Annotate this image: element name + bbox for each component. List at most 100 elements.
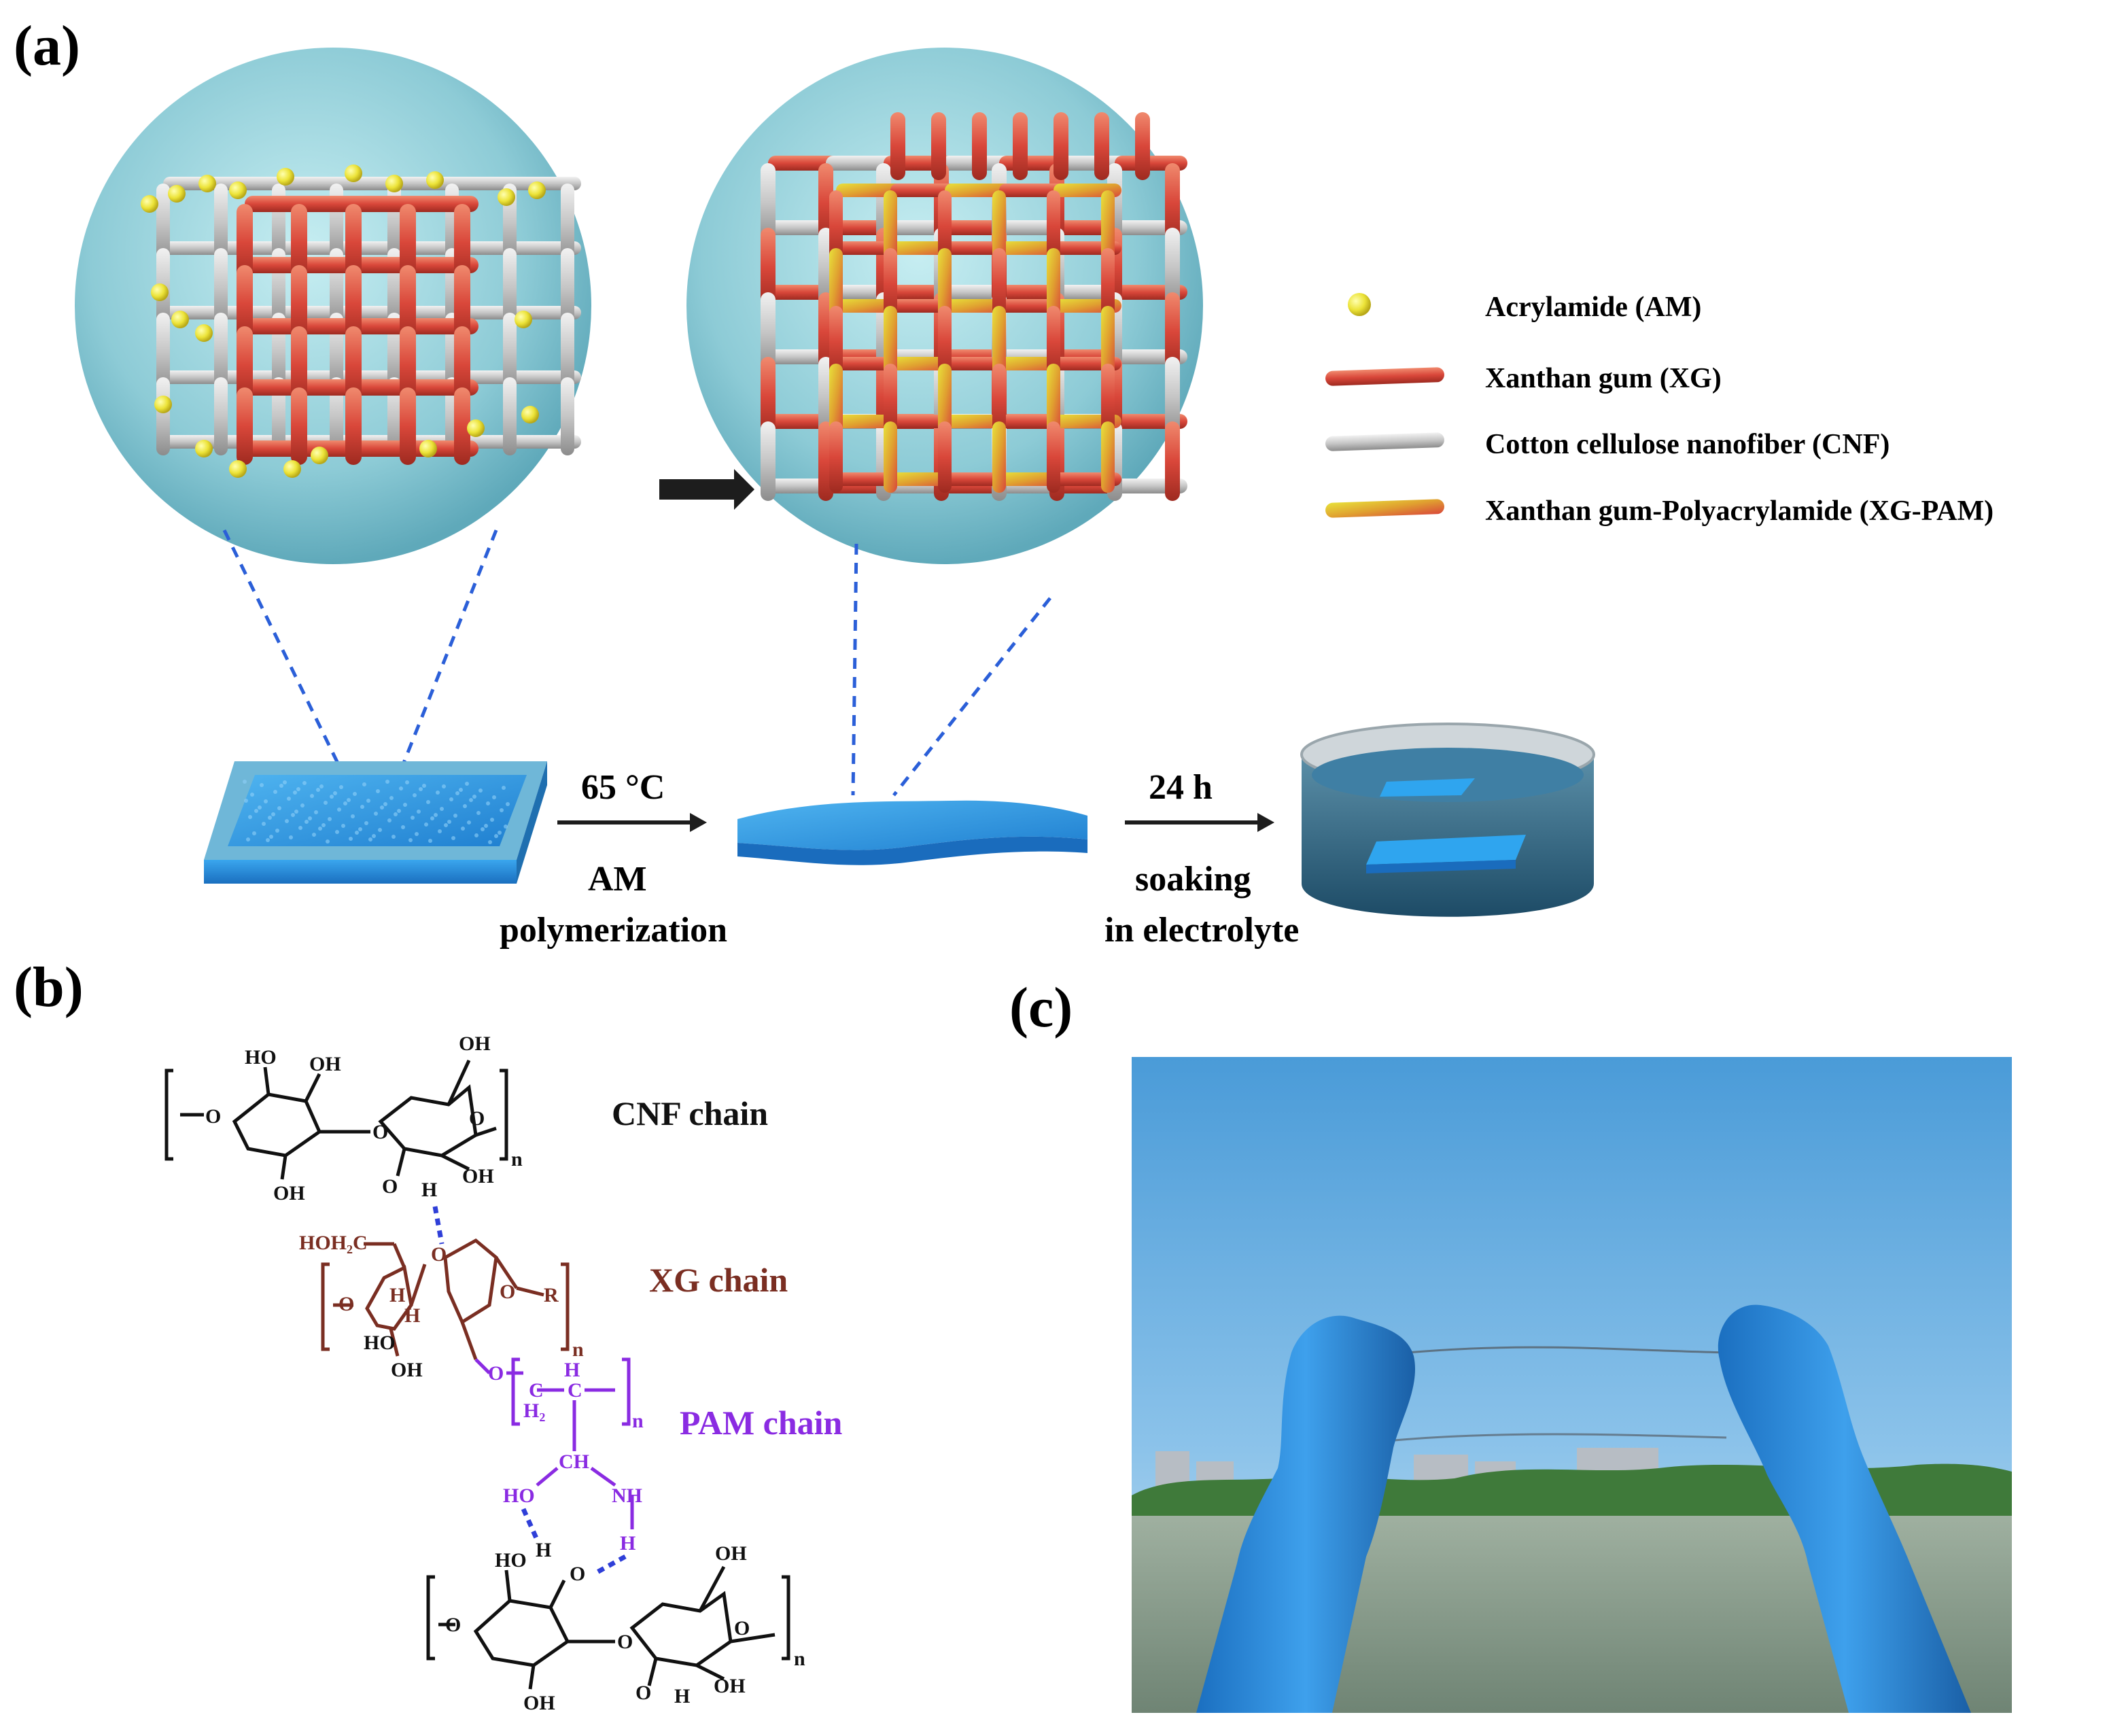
svg-text:n: n [632, 1410, 644, 1432]
rod-icon [761, 292, 776, 372]
rod-icon [829, 306, 843, 377]
rod-icon [291, 326, 307, 404]
rod-icon [503, 377, 517, 455]
svg-text:NH: NH [612, 1485, 642, 1507]
rod-icon [1094, 112, 1109, 180]
legend-item-acrylamide: Acrylamide (AM) [1348, 292, 1701, 323]
cnf-chain-bottom [426, 1565, 790, 1690]
rod-icon [214, 248, 228, 326]
hydrogen-bond-icon [521, 1508, 627, 1576]
rod-icon [1101, 364, 1115, 435]
rod-icon [503, 248, 517, 326]
panel-label-c: (c) [1009, 976, 1073, 1039]
electrolyte-dish [1300, 723, 1595, 917]
svg-text:OH: OH [462, 1165, 494, 1187]
rod-icon [992, 364, 1006, 435]
svg-text:O: O [205, 1105, 221, 1128]
rod-icon [237, 204, 253, 281]
acrylamide-monomers [141, 164, 546, 478]
rod-icon [454, 326, 470, 404]
rod-icon [829, 248, 843, 319]
legend-item-xg-pam: Xanthan gum-Polyacrylamide (XG-PAM) [1325, 496, 1994, 527]
rod-icon [1047, 421, 1060, 493]
legend-item-cnf: Cotton cellulose nanofiber (CNF) [1325, 429, 1890, 460]
rod-icon [291, 204, 307, 281]
sphere-icon [277, 168, 294, 186]
rod-icon [884, 190, 897, 262]
rod-icon [1047, 190, 1060, 262]
pam-chain [474, 1357, 634, 1529]
rod-icon [503, 313, 517, 391]
rod-icon [214, 313, 228, 391]
step-1-label-line2: polymerization [500, 911, 727, 950]
svg-text:HOH₂C: HOH₂C [299, 1232, 368, 1254]
rod-icon [884, 421, 897, 493]
svg-text:H₂: H₂ [523, 1400, 545, 1422]
rod-icon [992, 306, 1006, 377]
rod-icon [330, 377, 343, 455]
svg-text:HO: HO [503, 1485, 535, 1507]
rod-icon [214, 377, 228, 455]
rod-icon [454, 387, 470, 465]
svg-text:H: H [404, 1304, 420, 1327]
panel-label-b: (b) [14, 956, 84, 1019]
rod-icon [938, 190, 952, 262]
rod-icon [761, 421, 776, 501]
xg-chain-atoms-dark: HO OH [364, 1332, 423, 1381]
rod-icon [829, 364, 843, 435]
step-1-label-line1: AM [588, 860, 647, 899]
rod-icon [761, 228, 776, 307]
svg-text:H: H [389, 1284, 405, 1306]
svg-text:n: n [511, 1148, 523, 1170]
step-2-condition: 24 h [1149, 768, 1213, 807]
svg-text:OH: OH [715, 1542, 747, 1565]
rod-icon [761, 357, 776, 436]
rod-icon [1101, 190, 1115, 262]
rod-icon [1013, 112, 1028, 180]
rod-icon [237, 326, 253, 404]
rod-icon [1101, 421, 1115, 493]
svg-text:C: C [529, 1379, 544, 1402]
svg-text:O: O [445, 1614, 461, 1636]
rod-icon [156, 377, 170, 455]
rod-icon [1165, 421, 1180, 501]
rod-icon [1101, 248, 1115, 319]
sphere-icon [521, 406, 539, 423]
rod-icon [454, 204, 470, 281]
legend-label: Xanthan gum (XG) [1485, 363, 1722, 394]
sphere-before-polymerization [75, 48, 591, 564]
rod-icon [1101, 306, 1115, 377]
sphere-icon [1348, 293, 1371, 316]
arrow-icon [659, 469, 754, 510]
svg-text:OH: OH [391, 1359, 423, 1381]
rod-icon [387, 377, 401, 455]
svg-text:OH: OH [459, 1032, 491, 1055]
rod-icon [884, 364, 897, 435]
right-gloved-hand [1718, 1304, 1971, 1713]
sphere-icon [154, 396, 172, 413]
rod-icon [890, 112, 905, 180]
sphere-icon [198, 175, 216, 192]
rod-icon [938, 306, 952, 377]
rod-icon [561, 377, 574, 455]
sphere-icon [229, 460, 247, 478]
svg-text:C: C [568, 1379, 582, 1402]
arrow-icon [557, 813, 707, 832]
xg-chain-label: XG chain [649, 1261, 788, 1299]
rod-icon [1135, 112, 1150, 180]
rod-icon [345, 204, 362, 281]
rod-icon [938, 421, 952, 493]
step-2-label-line2: in electrolyte [1104, 911, 1299, 950]
rod-icon [938, 364, 952, 435]
rod-icon [400, 204, 416, 281]
process-step-1: 65 °C AM polymerization [500, 768, 727, 950]
svg-text:H: H [620, 1532, 636, 1555]
rod-icon [992, 248, 1006, 319]
rod-icon [1047, 306, 1060, 377]
rod-icon [884, 248, 897, 319]
sphere-icon [385, 175, 403, 192]
rod-icon [291, 387, 307, 465]
sphere-icon [151, 283, 169, 301]
rod-icon [1165, 357, 1180, 436]
left-gloved-hand [1196, 1315, 1416, 1713]
